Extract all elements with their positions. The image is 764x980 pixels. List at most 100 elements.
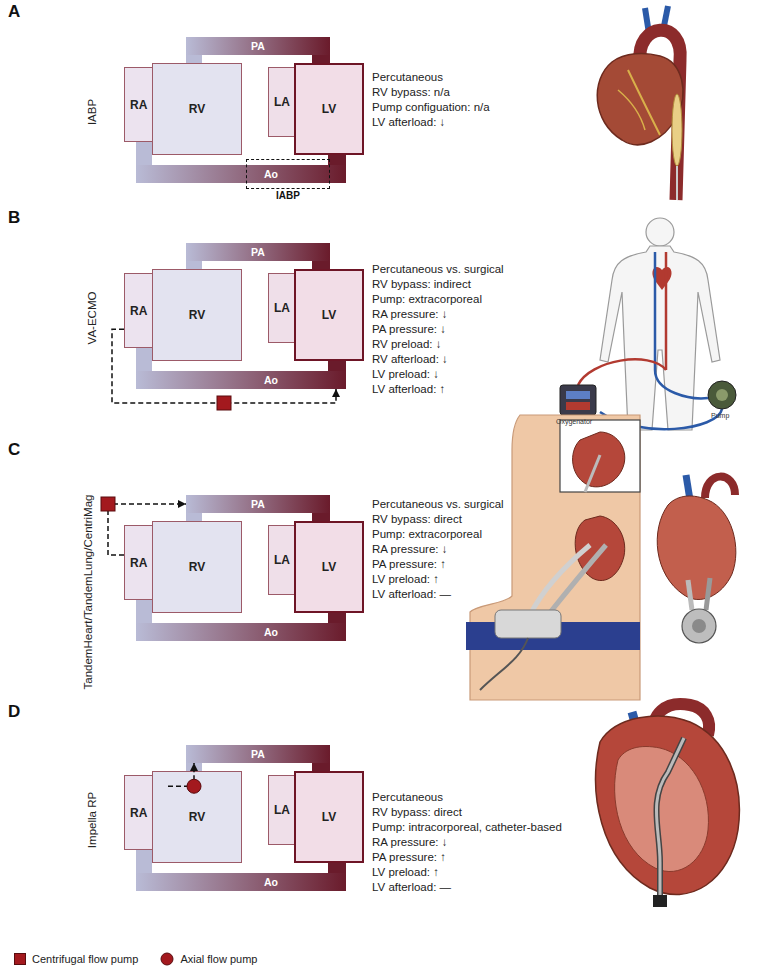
axial-pump-symbol (187, 779, 201, 793)
aorta-band: Ao (136, 165, 346, 183)
right-ventricle-box: RV (152, 63, 242, 155)
dashed-connector (101, 497, 186, 555)
right-ventricle-box: RV (152, 269, 242, 361)
property-line: RA pressure: ↓ (372, 542, 447, 557)
centrifugal-pump-symbol (217, 396, 231, 410)
aorta-band: Ao (136, 371, 346, 389)
impella-illustration (596, 704, 740, 907)
right-ventricle-box: RV (152, 521, 242, 613)
dashed-connector (168, 763, 201, 793)
property-line: RA pressure: ↓ (372, 307, 447, 322)
node-label: LV (322, 560, 336, 574)
node-label: LA (274, 95, 290, 109)
property-line: LV afterload: ↓ (372, 115, 445, 130)
node-label: PA (251, 748, 265, 760)
device-name: TandemHeart/TandemLung/CentriMag (82, 495, 94, 690)
dashed-connector (112, 329, 340, 410)
property-line: LV preload: ↑ (372, 865, 439, 880)
property-line: RV preload: ↓ (372, 337, 441, 352)
left-ventricle-box: LV (294, 771, 364, 863)
legend-text: Centrifugal flow pump (32, 953, 138, 965)
node-label: LA (274, 803, 290, 817)
left-ventricle-box: LV (294, 269, 364, 361)
node-label: LV (322, 102, 336, 116)
aorta-band: Ao (136, 873, 346, 891)
node-label: Ao (264, 626, 278, 638)
property-line: RA pressure: ↓ (372, 835, 447, 850)
node-label: LA (274, 301, 290, 315)
node-label: LV (322, 308, 336, 322)
property-line: Pump: intracorporeal, catheter-based (372, 820, 562, 835)
device-name: Impella RP (86, 792, 98, 848)
left-ventricle-box: LV (294, 521, 364, 613)
centrifugal-pump-symbol (101, 497, 115, 511)
connector-line (108, 504, 186, 555)
node-label: RV (189, 560, 205, 574)
part-name: Oxygenator (556, 418, 592, 425)
device-name: IABP (86, 99, 98, 125)
property-line: RV bypass: n/a (372, 85, 450, 100)
property-line: LV preload: ↑ (372, 572, 439, 587)
legend-swatch (14, 953, 26, 965)
node-label: PA (251, 246, 265, 258)
panel-letter: D (8, 702, 20, 722)
panel-letter: B (8, 208, 20, 228)
property-line: Pump: extracorporeal (372, 292, 482, 307)
left-ventricle-box: LV (294, 63, 364, 155)
connector-line (168, 763, 194, 786)
node-label: LV (322, 810, 336, 824)
arrowhead (332, 389, 340, 397)
device-name: VA-ECMO (86, 292, 98, 345)
iabp-illustration (597, 6, 683, 200)
right-ventricle-box: RV (152, 771, 242, 863)
node-label: PA (251, 498, 265, 510)
node-label: RA (130, 556, 147, 570)
connector-line (112, 329, 336, 403)
property-line: Percutaneous (372, 70, 443, 85)
panel-letter: A (8, 2, 20, 22)
property-line: Pump: extracorporeal (372, 527, 482, 542)
legend: Centrifugal flow pump Axial flow pump (14, 952, 279, 966)
property-line: RV bypass: direct (372, 512, 462, 527)
property-line: LV preload: ↓ (372, 367, 439, 382)
arrowhead (190, 763, 198, 771)
property-line: LV afterload: — (372, 587, 451, 602)
property-line: PA pressure: ↓ (372, 322, 446, 337)
legend-item: Centrifugal flow pump (14, 953, 138, 965)
property-line: RV bypass: indirect (372, 277, 471, 292)
node-label: RA (130, 304, 147, 318)
iabp-dashed-box: IABP (246, 159, 330, 189)
property-line: Percutaneous vs. surgical (372, 497, 504, 512)
property-line: Percutaneous vs. surgical (372, 262, 504, 277)
property-line: Pump configuation: n/a (372, 100, 490, 115)
property-line: LV afterload: ↑ (372, 382, 445, 397)
aorta-band: Ao (136, 623, 346, 641)
pulmonary-artery-band: PA (186, 495, 330, 513)
node-label: RA (130, 98, 147, 112)
legend-circle (160, 952, 174, 966)
node-label: Ao (264, 876, 278, 888)
legend-item: Axial flow pump (160, 952, 257, 966)
property-line: LV afterload: — (372, 880, 451, 895)
ecmo-illustration (560, 218, 736, 430)
node-label: IABP (276, 190, 300, 201)
property-line: PA pressure: ↑ (372, 557, 446, 572)
property-line: Percutaneous (372, 790, 443, 805)
node-label: Ao (264, 168, 278, 180)
property-line: RV bypass: direct (372, 805, 462, 820)
part-name: Pump (711, 412, 729, 419)
legend-text: Axial flow pump (180, 953, 257, 965)
arrowhead (178, 500, 186, 508)
tandemheart-illustration (466, 415, 736, 700)
node-label: RV (189, 308, 205, 322)
node-label: RV (189, 810, 205, 824)
property-line: RV afterload: ↓ (372, 352, 448, 367)
node-label: Ao (264, 374, 278, 386)
pulmonary-artery-band: PA (186, 37, 330, 55)
node-label: RV (189, 102, 205, 116)
node-label: PA (251, 40, 265, 52)
node-label: RA (130, 806, 147, 820)
property-line: PA pressure: ↑ (372, 850, 446, 865)
panel-letter: C (8, 440, 20, 460)
node-label: LA (274, 553, 290, 567)
